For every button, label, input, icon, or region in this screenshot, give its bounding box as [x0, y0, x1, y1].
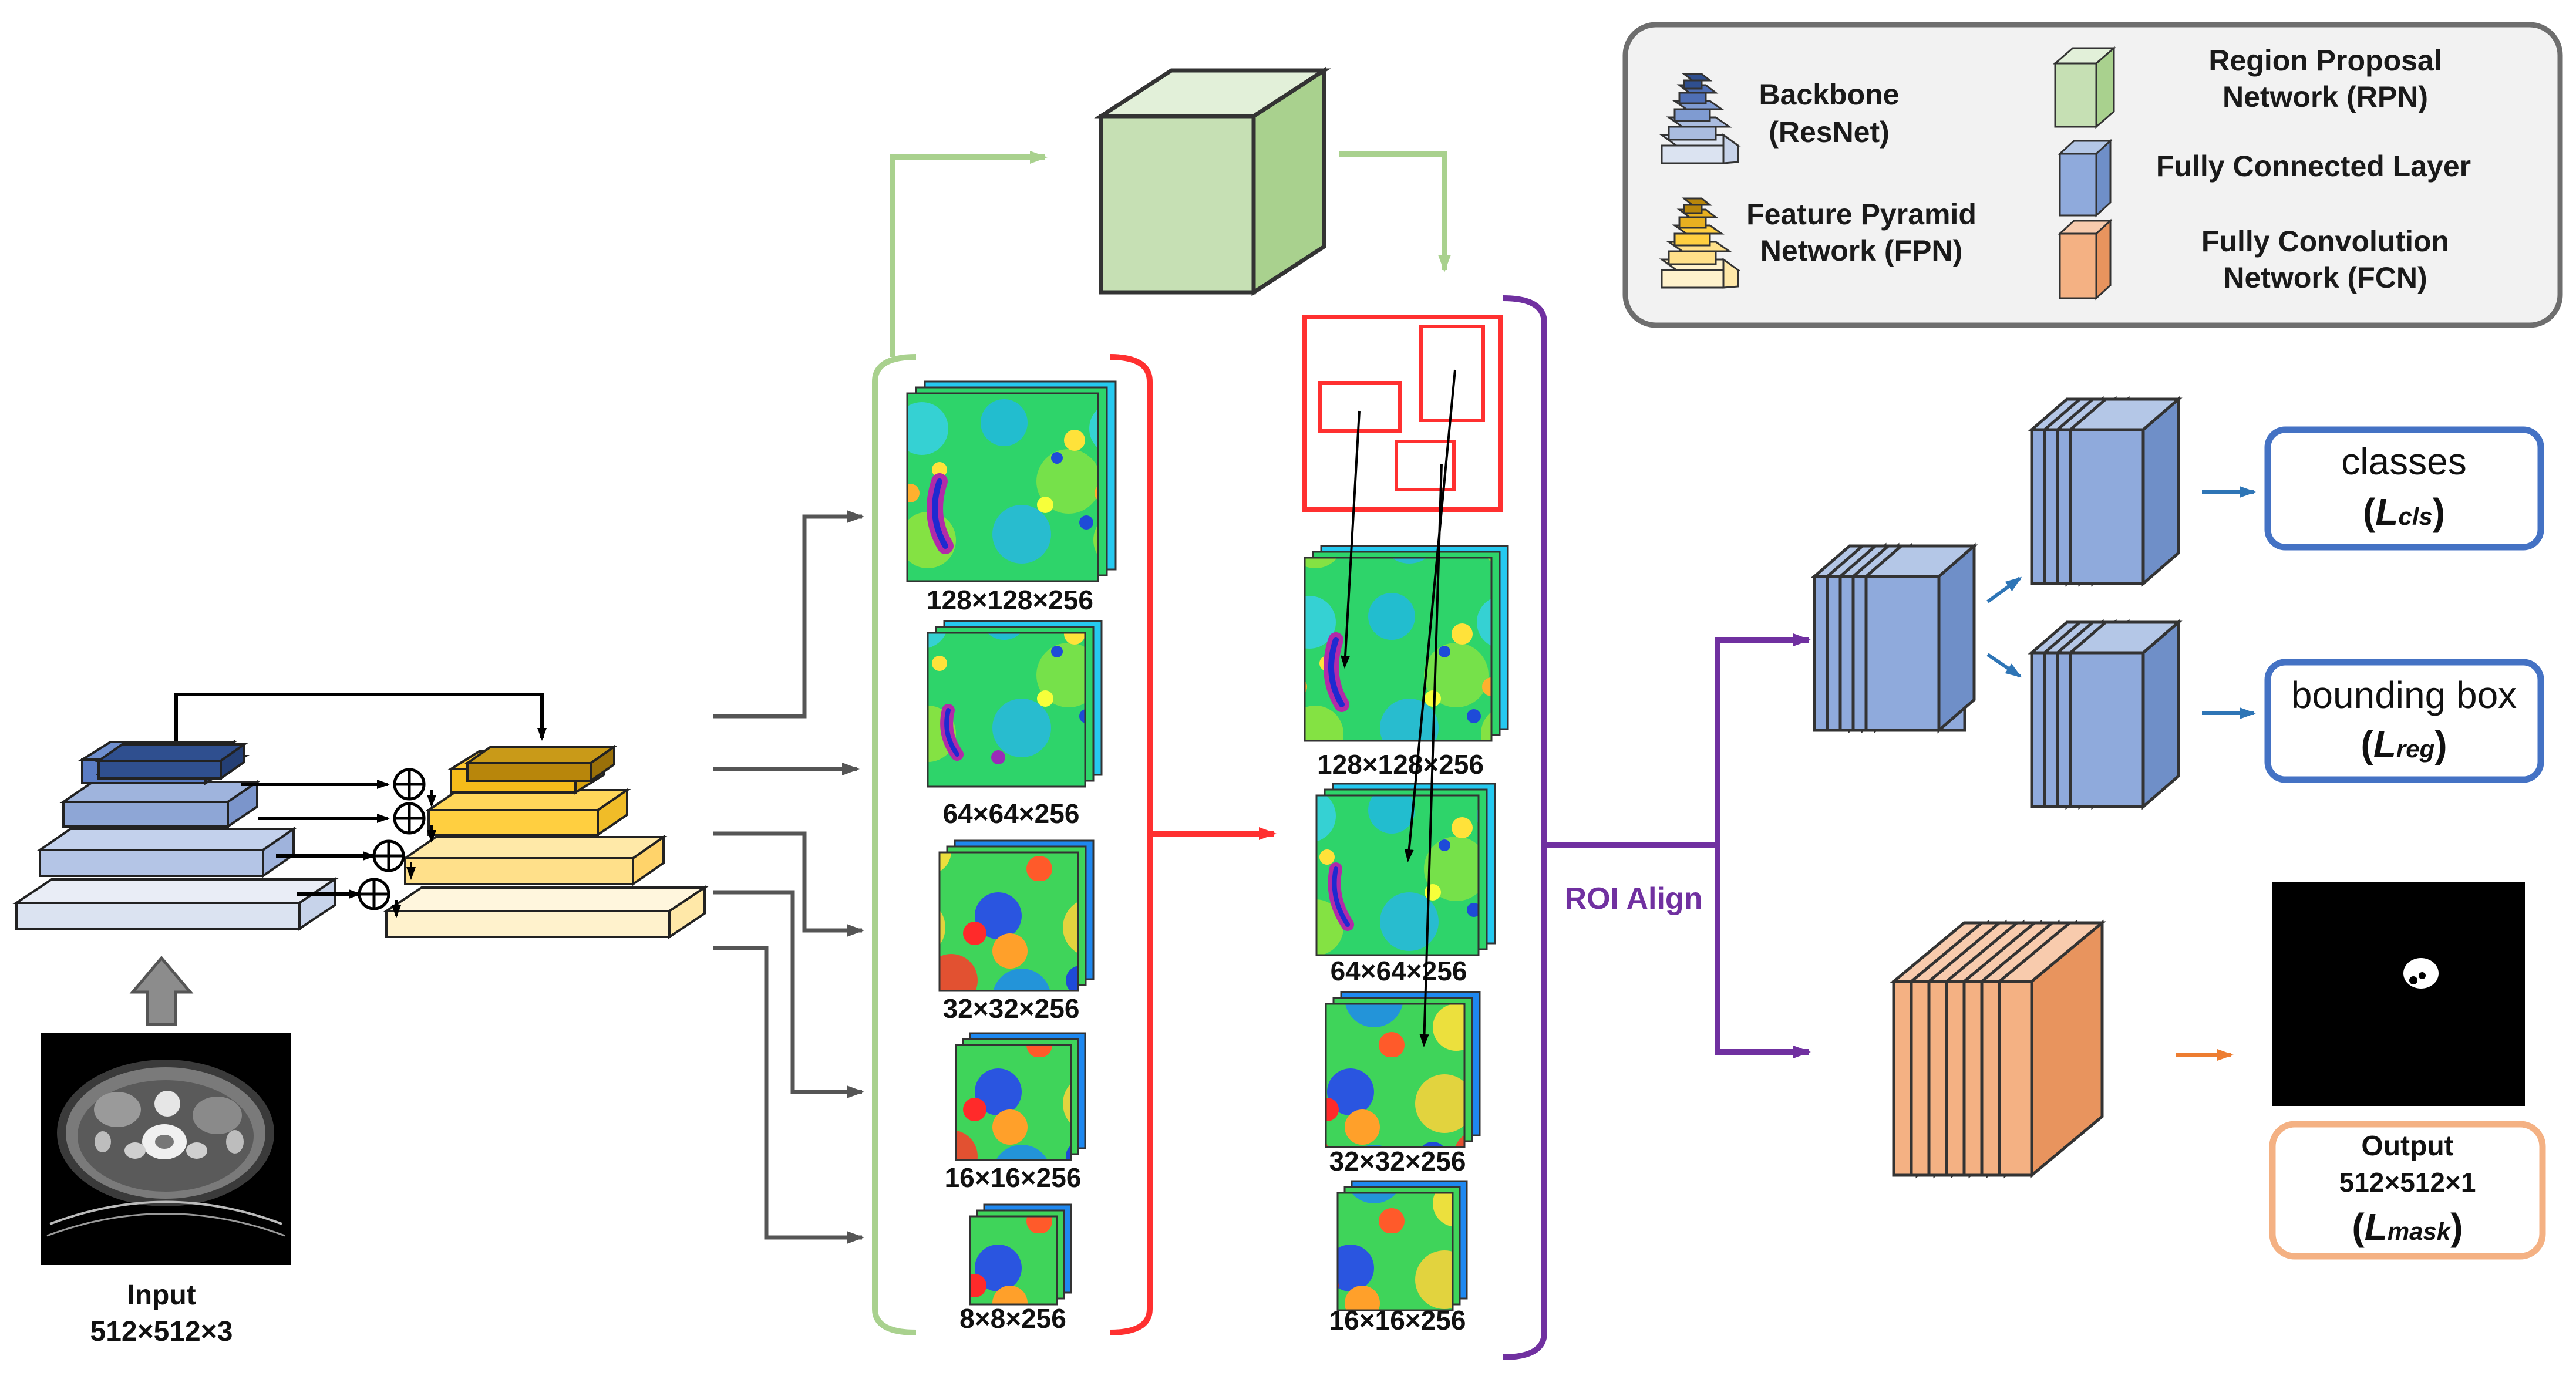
- sum-icon: [393, 802, 426, 835]
- rpn-icon: [2052, 46, 2117, 129]
- legend-fpn-label: Feature Pyramid: [1746, 198, 1976, 231]
- roi-map-p5: [1336, 1180, 1468, 1311]
- fc-stack-cls: [2028, 396, 2183, 587]
- roi-align-label: ROI Align: [1565, 882, 1703, 916]
- feature-map-p5: [955, 1032, 1086, 1161]
- roi-feature-maps: 128×128×256 64×64×256 32×32×256 16×16×25…: [1304, 545, 1509, 1335]
- legend-fc-label: Fully Connected Layer: [2156, 150, 2471, 183]
- fpn-icon: [1659, 197, 1741, 289]
- backbone-icon: [1659, 73, 1741, 164]
- input-label: Input: [127, 1280, 196, 1311]
- green-bracket: [872, 151, 1451, 1335]
- legend-rpn-sub: Network (RPN): [2223, 80, 2428, 113]
- fpn-level-label-0: 128×128×256: [927, 585, 1093, 615]
- sum-icon: [358, 878, 390, 910]
- roi-level-label-0: 128×128×256: [1317, 749, 1484, 780]
- feature-map-p6: [969, 1203, 1072, 1306]
- feature-map-p3: [927, 620, 1103, 788]
- legend-fcn-label: Fully Convolution: [2201, 225, 2449, 258]
- legend-backbone-label: Backbone: [1759, 78, 1900, 111]
- mask-loss: (Lmask): [2352, 1206, 2463, 1248]
- mask-output: Output 512×512×1 (Lmask): [2269, 1121, 2546, 1260]
- red-bracket: [1109, 354, 1277, 1335]
- sum-icon: [393, 768, 426, 801]
- lateral-connections: [174, 693, 547, 918]
- fpn-pyramid: [382, 744, 709, 939]
- fcn-stack: [1890, 919, 2106, 1179]
- purple-bracket: [1503, 295, 1811, 1360]
- fpn-feature-maps: 128×128×256 64×64×256 32×32×256 16×16×25…: [906, 380, 1117, 1334]
- roi-level-label-2: 32×32×256: [1329, 1146, 1466, 1176]
- feature-map-p4: [938, 839, 1095, 992]
- fcn-icon: [2058, 218, 2113, 301]
- fc-layer-icon: [2058, 139, 2113, 218]
- classes-loss: (Lcls): [2363, 491, 2445, 533]
- fc-arrow-up: [1986, 576, 2022, 603]
- classes-output: classes (Lcls): [2264, 426, 2544, 551]
- output-title: Output: [2361, 1131, 2453, 1162]
- fc-stack-reg: [2028, 619, 2183, 810]
- fc-stack-shared-front: [1862, 542, 1978, 734]
- rpn-block: [1094, 66, 1331, 296]
- legend-backbone-sub: (ResNet): [1769, 116, 1890, 149]
- mask-image: [2272, 882, 2525, 1106]
- fpn-level-label-3: 16×16×256: [945, 1162, 1082, 1193]
- roi-map-p3: [1315, 783, 1496, 956]
- fpn-output-arrows: [713, 510, 864, 1244]
- legend-fcn-sub: Network (FCN): [2223, 261, 2427, 294]
- classes-title: classes: [2341, 440, 2466, 483]
- legend-fpn-sub: Network (FPN): [1760, 234, 1962, 267]
- fpn-level-label-1: 64×64×256: [943, 798, 1080, 829]
- output-size: 512×512×1: [2339, 1167, 2476, 1198]
- roi-align-bg: [1553, 876, 1712, 918]
- proposal-region: [1302, 315, 1503, 512]
- feature-map-p2: [906, 380, 1117, 582]
- bbox-title: bounding box: [2291, 674, 2517, 716]
- legend-rpn-label: Region Proposal: [2208, 44, 2442, 77]
- roi-projection-arrows: [1341, 369, 1456, 1047]
- roi-map-p4: [1325, 991, 1481, 1148]
- up-arrow: [129, 956, 194, 1026]
- fpn-level-label-4: 8×8×256: [959, 1303, 1066, 1334]
- fc-arrow-down: [1986, 653, 2022, 678]
- sum-icon: [372, 839, 405, 872]
- roi-level-label-1: 64×64×256: [1331, 956, 1467, 986]
- backbone-visible-top: [95, 742, 248, 781]
- legend: Backbone (ResNet) Feature Pyramid Networ…: [1622, 22, 2563, 328]
- input-size: 512×512×3: [90, 1316, 233, 1347]
- bbox-output: bounding box (Lreg): [2264, 659, 2544, 783]
- fpn-level-label-2: 32×32×256: [943, 993, 1080, 1024]
- input-ct-image: [41, 1033, 291, 1265]
- roi-level-label-3: 16×16×256: [1329, 1305, 1466, 1335]
- roi-map-p2: [1304, 545, 1509, 742]
- bbox-loss: (Lreg): [2361, 723, 2447, 765]
